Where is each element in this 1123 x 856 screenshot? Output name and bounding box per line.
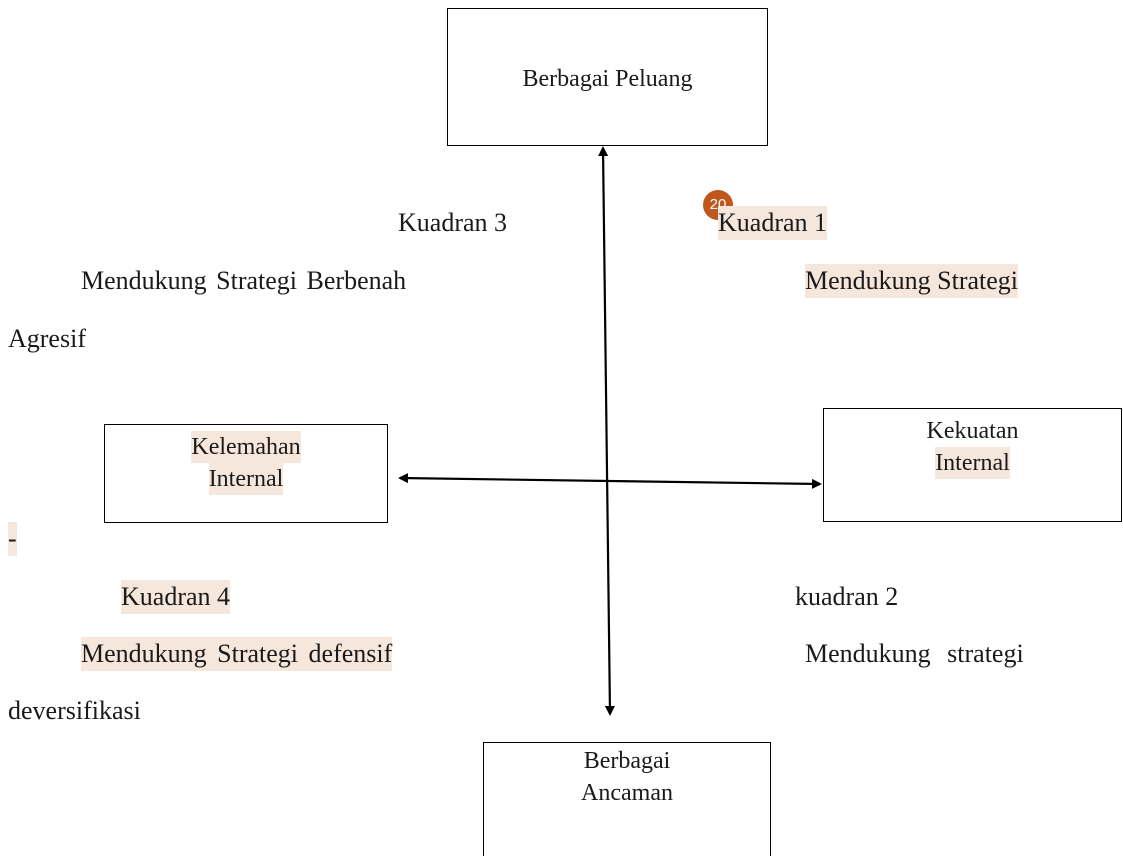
vertical-axis bbox=[598, 146, 615, 716]
quadrant-4-wrap: deversifikasi bbox=[8, 696, 141, 725]
box-left-line2: Internal bbox=[208, 463, 284, 495]
box-kekuatan-internal: Kekuatan Internal bbox=[823, 408, 1122, 522]
quadrant-2-title: kuadran 2 bbox=[795, 582, 899, 611]
quadrant-4-line: Mendukung Strategi defensif bbox=[81, 637, 393, 671]
quadrant-1-title: Kuadran 1 bbox=[718, 206, 828, 240]
box-right-line2: Internal bbox=[935, 447, 1010, 479]
box-berbagai-peluang: Berbagai Peluang bbox=[447, 8, 768, 146]
quadrant-3-title: Kuadran 3 bbox=[398, 208, 508, 237]
box-berbagai-ancaman: Berbagai Ancaman bbox=[483, 742, 771, 856]
quadrant-4-title: Kuadran 4 bbox=[121, 580, 231, 614]
box-bottom-line2: Ancaman bbox=[581, 780, 673, 806]
quadrant-3-line: Mendukung Strategi Berbenah bbox=[81, 266, 407, 295]
quadrant-2-line: Mendukung strategi bbox=[805, 639, 1024, 668]
box-kelemahan-internal: Kelemahan Internal bbox=[104, 424, 388, 523]
quadrant-3-wrap: Agresif bbox=[8, 324, 86, 353]
quadrant-1-line: Mendukung Strategi bbox=[805, 264, 1019, 298]
box-right-line1: Kekuatan bbox=[926, 418, 1019, 444]
dash-mark: - bbox=[8, 522, 17, 556]
box-top-label: Berbagai Peluang bbox=[522, 66, 693, 93]
box-left-line1: Kelemahan bbox=[191, 431, 301, 463]
horizontal-axis bbox=[398, 473, 822, 489]
box-bottom-line1: Berbagai bbox=[583, 748, 671, 774]
